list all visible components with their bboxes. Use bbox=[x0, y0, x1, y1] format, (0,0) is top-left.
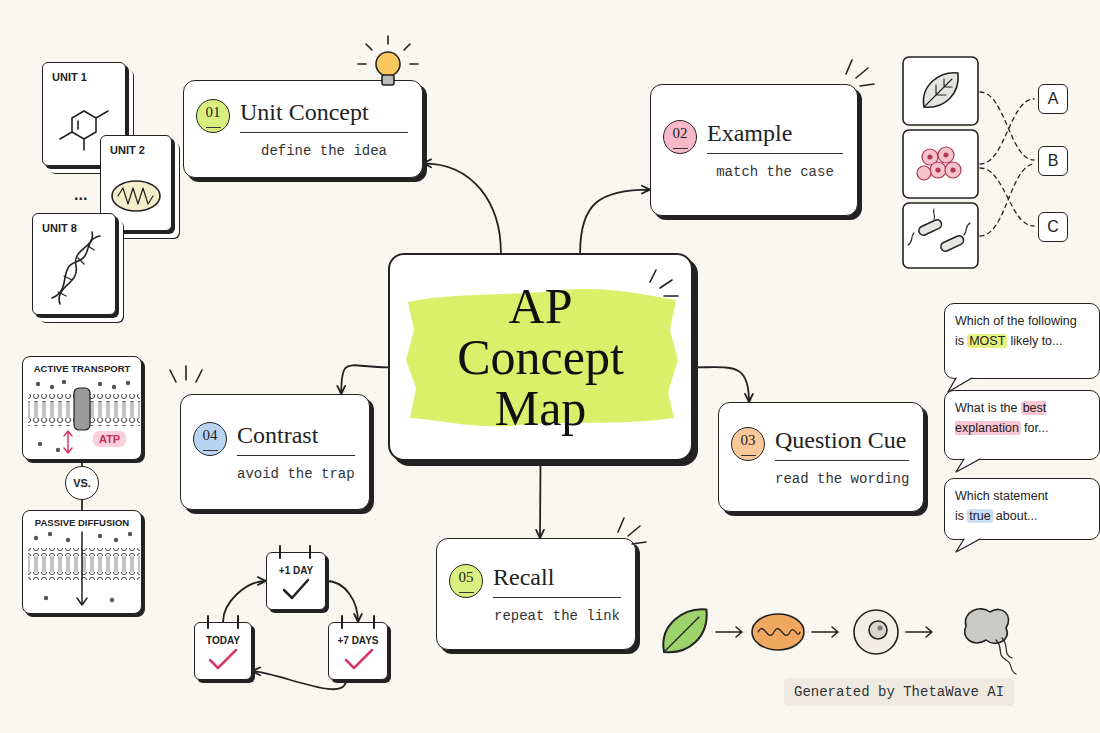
calendar-page: +1 DAY bbox=[266, 552, 326, 610]
step-subtitle: match the case bbox=[707, 164, 843, 180]
node-text: 05 bbox=[459, 569, 474, 592]
node-text: 01 bbox=[206, 104, 221, 127]
node-text: for... bbox=[1024, 421, 1048, 435]
node-text: 02 bbox=[673, 125, 688, 148]
step-heading: Contrast bbox=[237, 422, 355, 456]
node-text: UNIT 8 bbox=[42, 222, 106, 234]
calendar-page: TODAY bbox=[194, 622, 252, 680]
node-text: TODAY bbox=[198, 635, 248, 646]
connector-arrow bbox=[326, 581, 362, 622]
step-subtitle: avoid the trap bbox=[237, 466, 355, 482]
bacteria-icon bbox=[908, 209, 970, 253]
leaf-icon bbox=[923, 73, 958, 107]
spark-lines bbox=[618, 518, 646, 544]
connector-arrow bbox=[223, 577, 266, 622]
watermark: Generated by ThetaWave AI bbox=[784, 678, 1014, 706]
node-text: +1 DAY bbox=[270, 565, 322, 576]
calendar-page: +7 DAYS bbox=[328, 622, 388, 680]
connector-arrow bbox=[693, 367, 753, 402]
node-text: true bbox=[967, 509, 993, 523]
step-box: Unit Concept define the idea 01 bbox=[183, 80, 423, 178]
connector-arrow bbox=[536, 461, 544, 538]
central-title-box: AP Concept Map bbox=[388, 253, 693, 461]
node-text: Generated by ThetaWave AI bbox=[794, 684, 1004, 700]
node-text: VS. bbox=[73, 477, 91, 489]
answer-letter: A bbox=[1038, 84, 1068, 114]
connector-arrow bbox=[580, 186, 650, 253]
node-text: ACTIVE TRANSPORT bbox=[27, 363, 137, 374]
answer-letter: B bbox=[1038, 146, 1068, 176]
question-bubble: What is thebest explanationfor... bbox=[944, 390, 1100, 460]
check-mark bbox=[210, 650, 236, 668]
step-subtitle: define the idea bbox=[240, 143, 408, 159]
atp-badge: ATP bbox=[93, 431, 126, 447]
node-text: 04 bbox=[203, 427, 218, 450]
node-text: likely to... bbox=[1010, 334, 1062, 348]
connector-arrow bbox=[423, 159, 501, 253]
node-text: UNIT 2 bbox=[110, 144, 162, 156]
cells-icon bbox=[917, 147, 961, 180]
vs-circle: VS. bbox=[65, 466, 99, 500]
step-number: 01 bbox=[196, 99, 230, 133]
step-box: Contrast avoid the trap 04 bbox=[180, 394, 370, 510]
step-heading: Example bbox=[707, 120, 843, 154]
step-box: Question Cue read the wording 03 bbox=[718, 402, 924, 512]
node-text: MOST bbox=[967, 334, 1007, 348]
ellipsis-label: ... bbox=[74, 186, 87, 204]
node-text: A bbox=[1048, 90, 1059, 108]
step-heading: Question Cue bbox=[775, 427, 909, 461]
step-heading: Recall bbox=[493, 564, 621, 598]
unit-card: UNIT 8 bbox=[32, 213, 116, 315]
bubble-tail bbox=[956, 539, 980, 552]
step-box: Example match the case 02 bbox=[650, 84, 858, 216]
node-text: PASSIVE DIFFUSION bbox=[27, 517, 137, 528]
spark-lines bbox=[170, 366, 202, 382]
node-text: What is the bbox=[955, 401, 1018, 415]
question-bubble: Which of the following isMOSTlikely to..… bbox=[944, 303, 1100, 379]
icon-box bbox=[903, 57, 978, 125]
lightbulb-icon bbox=[358, 36, 418, 85]
bubble-tail bbox=[956, 459, 980, 472]
connector-arrow bbox=[81, 500, 83, 510]
node-text: B bbox=[1048, 152, 1059, 170]
question-bubble: Which statement istrueabout... bbox=[944, 478, 1100, 540]
pathway-figure bbox=[663, 609, 1016, 674]
step-number: 04 bbox=[193, 422, 227, 456]
dashed-match-line bbox=[980, 92, 1034, 236]
mitochondrion-icon bbox=[112, 181, 160, 211]
node-text: AP Concept Map bbox=[426, 281, 656, 434]
step-subtitle: read the wording bbox=[775, 471, 909, 487]
bubble-tail bbox=[948, 378, 972, 392]
node-text: C bbox=[1047, 218, 1059, 236]
node-text: about... bbox=[996, 509, 1038, 523]
active-transport-figure bbox=[28, 380, 140, 453]
node-text: +7 DAYS bbox=[332, 635, 384, 646]
dna-icon bbox=[52, 232, 100, 304]
molecule-icon bbox=[60, 111, 108, 150]
step-subtitle: repeat the link bbox=[493, 608, 621, 624]
icon-box bbox=[903, 130, 978, 198]
step-box: Recall repeat the link 05 bbox=[436, 538, 636, 650]
step-number: 03 bbox=[731, 427, 765, 461]
node-text: UNIT 1 bbox=[52, 71, 116, 83]
spark-lines bbox=[846, 60, 874, 86]
calendar-rings bbox=[208, 546, 374, 628]
answer-letter: C bbox=[1038, 212, 1068, 242]
connector-arrow bbox=[337, 365, 388, 394]
step-number: 02 bbox=[663, 120, 697, 154]
step-number: 05 bbox=[449, 564, 483, 598]
node-text: 03 bbox=[741, 432, 756, 455]
step-heading: Unit Concept bbox=[240, 99, 408, 133]
icon-box bbox=[903, 203, 978, 268]
brush-highlight bbox=[406, 289, 678, 426]
spark-lines bbox=[650, 270, 678, 296]
check-mark bbox=[284, 580, 308, 598]
node-text: ATP bbox=[99, 433, 120, 445]
check-mark bbox=[346, 650, 372, 668]
passive-diffusion-figure bbox=[28, 532, 140, 605]
